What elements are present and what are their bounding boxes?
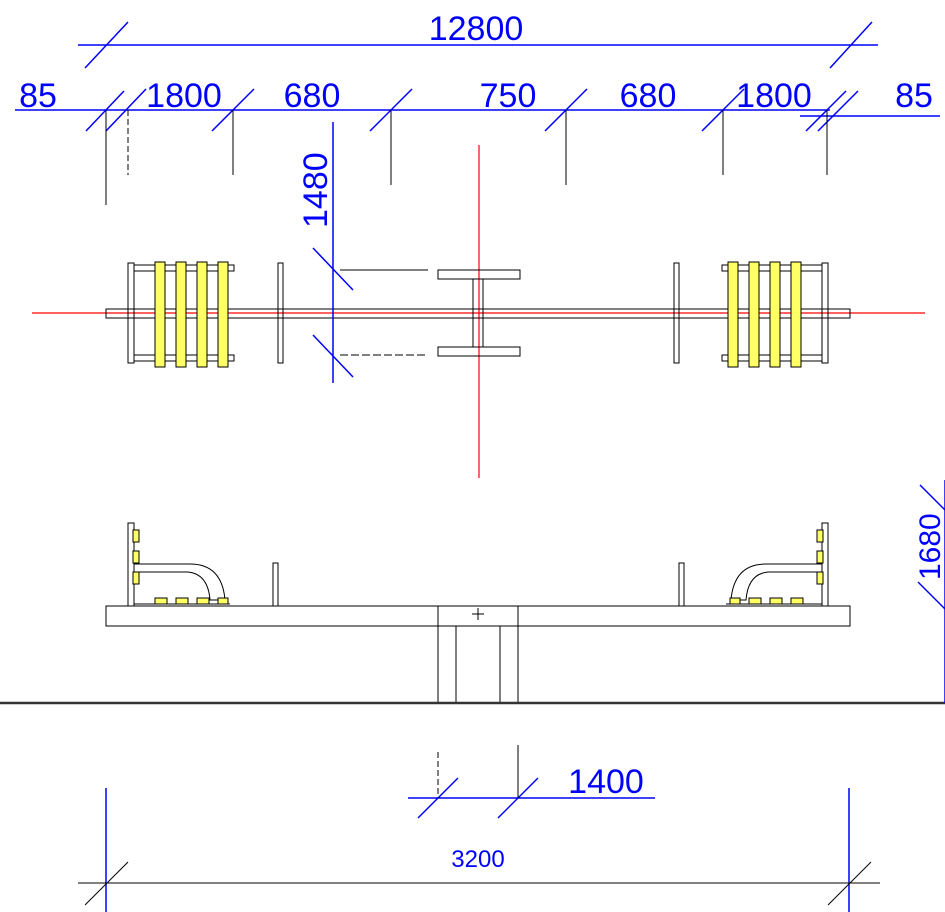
dim-base-width: 1400 [568, 763, 644, 801]
elevation-view [105, 522, 851, 704]
extension-lines [105, 110, 828, 205]
dim-seg-7: 85 [895, 77, 933, 115]
dim-3200-baseline [78, 861, 880, 906]
plan-center-support [340, 269, 521, 357]
plan-view: 1480 [32, 122, 925, 478]
dim-seg-4: 750 [480, 77, 537, 115]
dim-seg-1: 85 [19, 77, 57, 115]
plan-seat-left [127, 261, 235, 368]
dim-seg-2: 1800 [146, 77, 222, 115]
dim-1680-lines [917, 480, 945, 703]
dim-handle-spacing: 1480 [297, 152, 335, 228]
dim-seg-5: 680 [620, 77, 677, 115]
dim-seg-6: 1800 [736, 77, 812, 115]
dim-overall-length: 12800 [429, 10, 524, 48]
plan-handle-left [277, 262, 284, 364]
dim-1480-lines [312, 122, 354, 383]
dim-base-length: 3200 [451, 846, 504, 873]
plan-seat-right [721, 261, 829, 368]
dim-1400-extension [437, 745, 519, 798]
dim-seg-3: 680 [284, 77, 341, 115]
dim-3200-lines [105, 788, 850, 912]
top-dimension-lines [15, 21, 940, 132]
plan-handle-right [673, 262, 680, 364]
dim-seat-height: 1680 [914, 513, 945, 580]
